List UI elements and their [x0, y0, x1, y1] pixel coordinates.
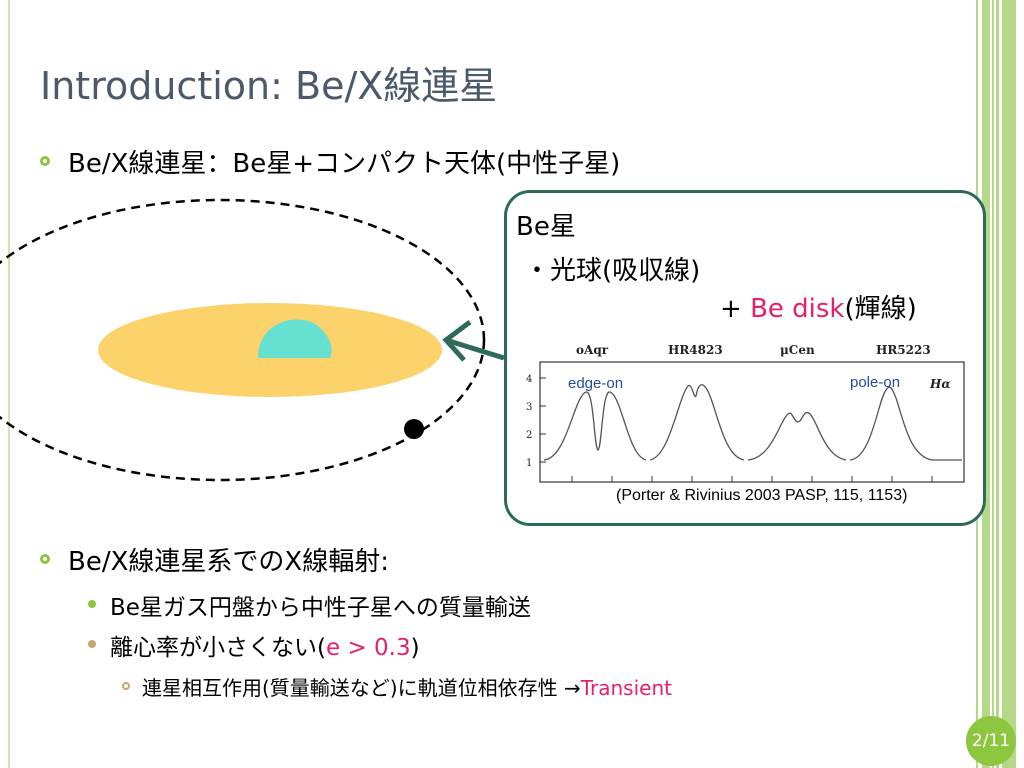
spectrum-line-HR5223: [849, 386, 962, 461]
callout-photosphere: ・光球(吸収線): [524, 256, 701, 286]
sub-bullet-text: 離心率が小さくない(e > 0.3): [110, 635, 420, 661]
spectrum-line-oAqr: [543, 391, 647, 461]
pole-on-label: pole-on: [850, 374, 900, 391]
be-star-callout: [504, 190, 986, 526]
callout-heading: Be星: [516, 212, 576, 242]
orbit-path: [0, 198, 486, 482]
spectrum-frame: [539, 361, 965, 483]
decor-stripe: [996, 0, 999, 768]
bullet-marker: [40, 156, 50, 166]
sub-bullet-text: Be星ガス円盤から中性子星への質量輸送: [110, 595, 531, 621]
y-tick-label: 2: [526, 430, 532, 441]
bullet-text: Be/X線連星系でのX線輻射:: [68, 547, 389, 577]
spectrum-line-muCen: [747, 411, 847, 461]
star-label: μCen: [780, 343, 815, 357]
y-tick-label: 4: [526, 374, 532, 385]
be-star: [258, 319, 332, 358]
bullet-text: Be/X線連星：Be星+コンパクト天体(中性子星): [68, 149, 621, 179]
sub-bullet-marker: [88, 640, 96, 648]
orbit-diagram: [0, 198, 505, 482]
slide-title: Introduction: Be/X線連星: [40, 64, 498, 108]
decor-stripe: [992, 0, 994, 768]
halpha-spectra-figure: oAqr HR4823 μCen HR5223 Hα 1 2 3 4 edge-…: [526, 343, 965, 483]
pointer-arrowhead: [442, 320, 472, 362]
citation: (Porter & Rivinius 2003 PASP, 115, 1153): [616, 487, 908, 504]
sub-bullet-marker: [88, 600, 96, 608]
line-label: Hα: [929, 377, 951, 391]
y-tick-label: 1: [526, 458, 532, 469]
callout-disk-line: + Be disk(輝線): [720, 294, 917, 324]
page-number-badge: 2/11: [966, 716, 1016, 766]
decor-left-line: [8, 0, 10, 768]
edge-on-label: edge-on: [568, 375, 623, 392]
spectrum-line-HR4823: [649, 384, 745, 461]
y-tick-label: 3: [526, 402, 532, 413]
star-label: HR4823: [668, 343, 723, 357]
decor-stripe: [982, 0, 990, 768]
pointer-arrow: [445, 337, 505, 361]
subsub-bullet-text: 連星相互作用(質量輸送など)に軌道位相依存性 →Transient: [142, 676, 672, 700]
decor-stripe: [1002, 0, 1016, 768]
bullet-marker: [40, 554, 50, 564]
neutron-star: [404, 419, 424, 439]
star-label: HR5223: [876, 343, 931, 357]
star-label: oAqr: [576, 343, 609, 357]
subsub-bullet-marker: [122, 682, 130, 690]
